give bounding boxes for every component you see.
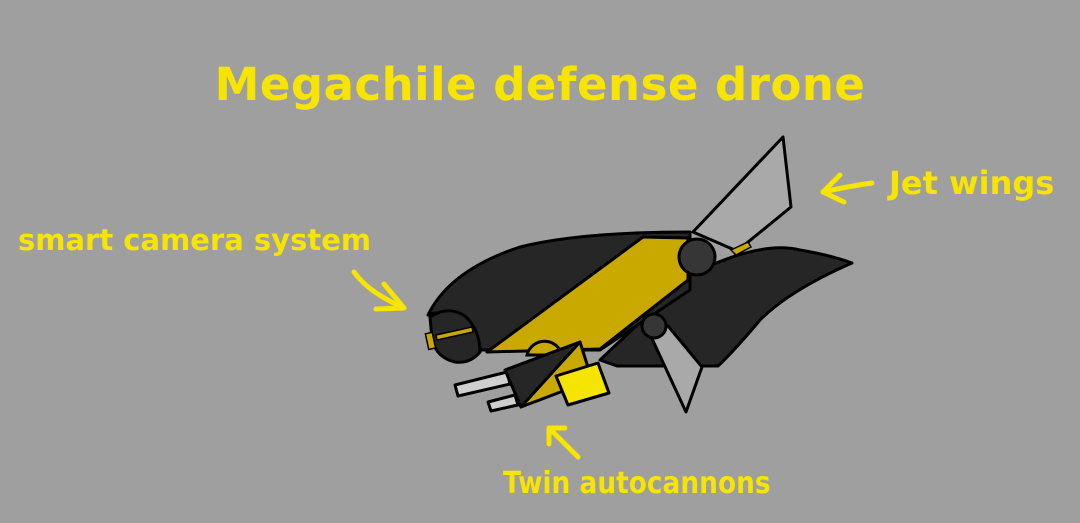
wing-joint-accent <box>729 241 753 256</box>
arrow-camera-icon <box>351 269 407 312</box>
arrow-cannons-icon <box>546 425 581 460</box>
jet-wing-upper <box>691 135 793 253</box>
smart-camera <box>424 309 482 364</box>
diagram-title: Megachile defense drone <box>214 58 866 111</box>
label-smart-camera: smart camera system <box>18 223 372 257</box>
wing-pivot-lower <box>640 312 668 340</box>
label-jet-wings: Jet wings <box>889 164 1055 202</box>
label-twin-autocannons: Twin autocannons <box>503 466 771 501</box>
wing-pivot-upper <box>677 237 717 277</box>
ammo-box <box>554 361 611 407</box>
arrow-wings-icon <box>820 172 875 205</box>
